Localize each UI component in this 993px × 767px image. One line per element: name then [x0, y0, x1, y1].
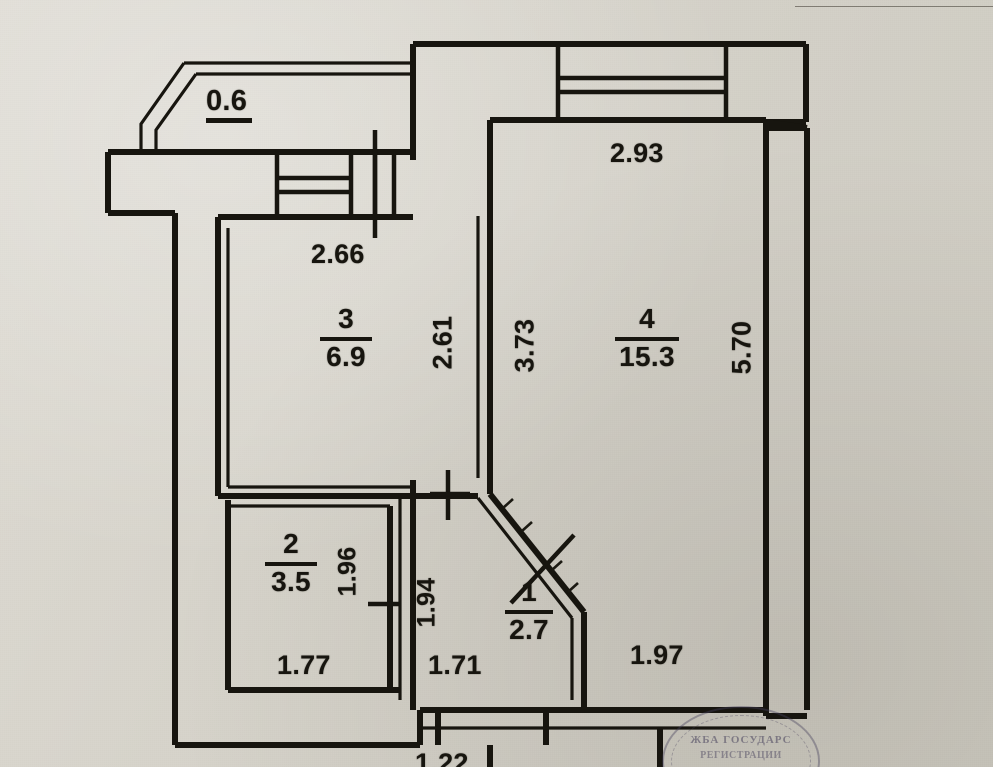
balcony-inner-left: [154, 73, 198, 152]
dimension-1-94: 1.94: [412, 577, 441, 628]
dimension-1-97: 1.97: [630, 640, 684, 670]
room-3-rule: [320, 336, 372, 341]
room-1-number: 1: [521, 576, 537, 607]
partition-hall: [398, 480, 416, 710]
dimension-5-70: 5.70: [726, 320, 757, 375]
room-4-walls: [476, 117, 766, 494]
outer-walls: [105, 41, 810, 748]
room-4-rule: [615, 336, 679, 341]
room-3-area: 6.9: [326, 340, 366, 372]
room-4-area: 15.3: [619, 340, 675, 372]
room-label-4: 4 15.3: [608, 303, 686, 372]
scan-edge-line: [795, 6, 993, 7]
room-label-3: 3 6.9: [312, 303, 380, 372]
dimension-2-61: 2.61: [427, 315, 458, 370]
room-label-2: 2 3.5: [258, 528, 324, 597]
window-top-left: [274, 152, 413, 220]
dimension-1-71: 1.71: [428, 650, 482, 680]
window-top-right: [555, 46, 729, 123]
room-4-number: 4: [639, 303, 655, 334]
room-1-rule: [505, 609, 553, 614]
balcony-area-label: 0.6: [206, 85, 248, 117]
door-marks: [430, 470, 470, 520]
dimension-1-96: 1.96: [333, 546, 362, 597]
room-1-walls: [476, 492, 587, 710]
dimension-3-73: 3.73: [509, 318, 540, 373]
balcony-outer-left: [139, 62, 186, 152]
bottom-wall-details: [420, 710, 766, 767]
room-3-number: 3: [338, 303, 354, 334]
room-1-area: 2.7: [509, 613, 549, 645]
balcony-area-rule: [206, 118, 252, 123]
dimension-1-77: 1.77: [277, 650, 331, 680]
room-2-rule: [265, 561, 317, 566]
room-2-walls: [225, 500, 400, 693]
room-2-number: 2: [283, 528, 299, 559]
room-2-area: 3.5: [271, 565, 311, 597]
room-label-1: 1 2.7: [498, 576, 560, 645]
dimension-2-66: 2.66: [311, 239, 365, 269]
dimension-bottom-clipped: 1.22: [415, 748, 469, 767]
dimension-2-93: 2.93: [610, 138, 664, 168]
